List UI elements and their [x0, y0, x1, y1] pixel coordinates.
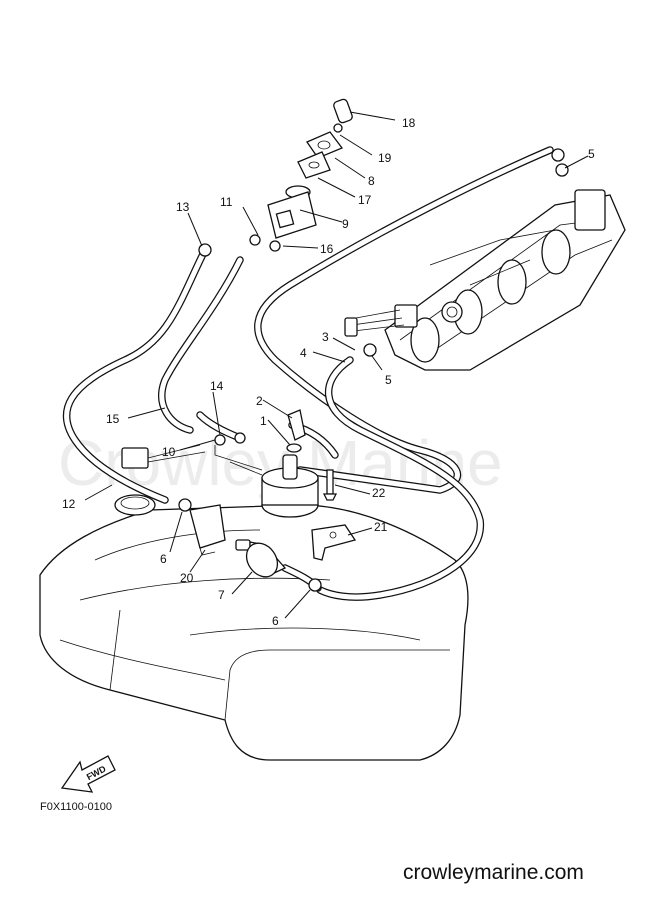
- throttle-body-assembly: [344, 189, 626, 371]
- callout-19: 19: [378, 151, 392, 165]
- callout-10: 10: [162, 445, 176, 459]
- hose-clips: [178, 148, 569, 592]
- callout-3: 3: [322, 330, 329, 344]
- callout-17: 17: [358, 193, 372, 207]
- callout-5-top: 5: [588, 147, 595, 161]
- callout-21: 21: [374, 520, 388, 534]
- callout-13: 13: [176, 200, 190, 214]
- callout-12: 12: [62, 497, 76, 511]
- figure-code: F0X1100-0100: [40, 801, 112, 813]
- callout-8: 8: [368, 174, 375, 188]
- fuel-pump-unit: [214, 445, 319, 518]
- callout-15: 15: [106, 412, 120, 426]
- callout-6-right: 6: [272, 614, 279, 628]
- callout-1: 1: [260, 414, 267, 428]
- callout-5-mid: 5: [385, 373, 392, 387]
- callout-7: 7: [218, 588, 225, 602]
- bolt: [322, 469, 338, 501]
- callout-labels: 18 19 8 17 9 16 11 13 5 3 4 5 14 15 10 2…: [62, 116, 595, 628]
- callout-2: 2: [256, 394, 263, 408]
- callout-4: 4: [300, 346, 307, 360]
- callout-20: 20: [180, 571, 194, 585]
- callout-9: 9: [342, 217, 349, 231]
- elbow-fitting: [286, 409, 306, 453]
- leader-lines: [84, 111, 589, 619]
- callout-16: 16: [320, 242, 334, 256]
- fuel-tank: [39, 494, 469, 761]
- bracket: [311, 524, 357, 561]
- callout-22: 22: [372, 486, 386, 500]
- callout-14: 14: [210, 379, 224, 393]
- tank-filler-neck: [114, 494, 156, 516]
- site-url: crowleymarine.com: [403, 861, 584, 884]
- upper-hardware: [267, 98, 353, 239]
- fuel-filter: [235, 539, 287, 578]
- callout-6-left: 6: [160, 552, 167, 566]
- forward-arrow: FWD: [60, 755, 116, 793]
- clamp-bracket: [189, 504, 226, 556]
- callout-11: 11: [220, 195, 233, 209]
- callout-18: 18: [402, 116, 416, 130]
